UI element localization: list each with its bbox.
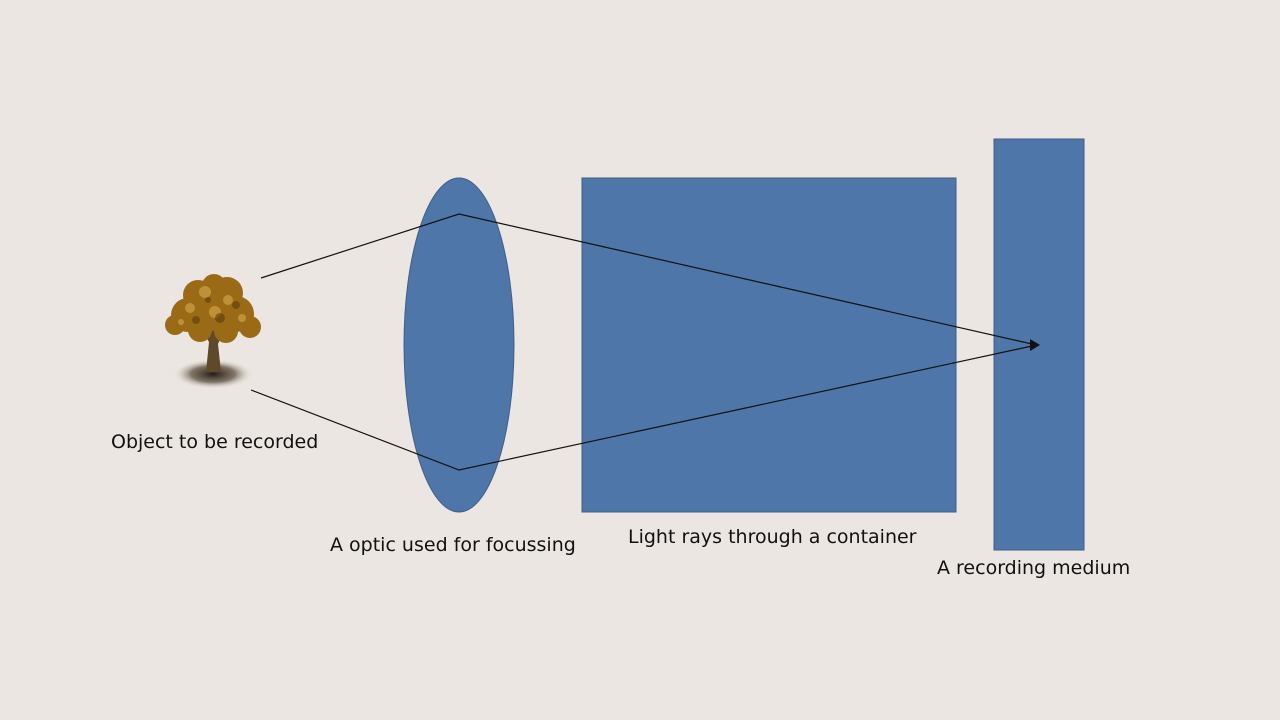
recording-medium-label: A recording medium: [937, 557, 1131, 579]
upper-light-ray: [260, 213, 1033, 345]
object-label: Object to be recorded: [111, 431, 319, 453]
tree-icon: [165, 274, 261, 389]
optic-label: A optic used for focussing: [330, 534, 576, 556]
focus-point-arrowhead: [1030, 339, 1040, 351]
tree-shadow: [173, 359, 253, 389]
container-label: Light rays through a container: [628, 526, 917, 548]
lower-light-ray: [250, 345, 1033, 471]
container-box: [581, 177, 957, 513]
lens-shape: [403, 177, 515, 513]
